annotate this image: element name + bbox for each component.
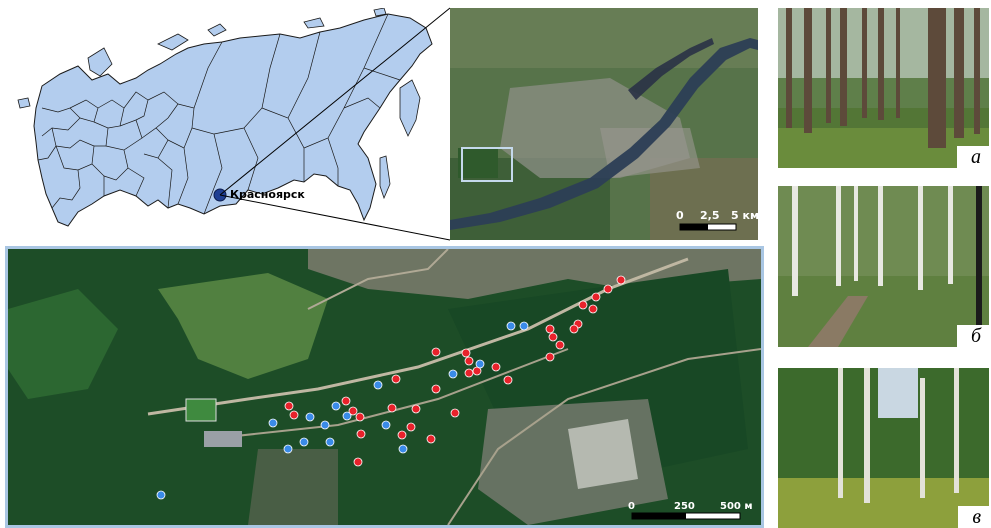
blue-marker: [331, 401, 341, 411]
blue-marker: [305, 412, 315, 422]
novaya-zemlya: [87, 47, 113, 77]
city-satellite-svg: 0 2,5 5 км: [450, 8, 758, 240]
blue-marker: [342, 411, 352, 421]
blue-marker: [373, 380, 383, 390]
photo-label-a: а: [957, 146, 989, 168]
red-marker: [591, 292, 601, 302]
red-marker: [391, 374, 401, 384]
russia-overview-map: Красноярск: [8, 8, 438, 240]
red-marker: [555, 340, 565, 350]
photo-label-b: б: [956, 325, 989, 347]
kamchatka-peninsula: [399, 79, 421, 137]
red-marker: [545, 352, 555, 362]
red-marker: [431, 347, 441, 357]
blue-markers: [156, 321, 529, 500]
red-marker: [431, 384, 441, 394]
photo-mixed-forest: в: [778, 368, 989, 528]
red-marker: [406, 422, 416, 432]
scale-tick-0: 0: [628, 501, 635, 512]
red-marker: [356, 429, 366, 439]
arctic-island: [303, 17, 325, 29]
photo-label-c: в: [958, 506, 989, 528]
blue-marker: [398, 444, 408, 454]
red-marker: [289, 410, 299, 420]
mixed-forest-photo: [778, 368, 989, 528]
red-marker: [588, 304, 598, 314]
red-marker: [569, 324, 579, 334]
red-marker: [603, 284, 613, 294]
red-marker: [616, 275, 626, 285]
scale-tick-0: 0: [676, 209, 684, 222]
arctic-island: [207, 23, 227, 37]
red-marker: [348, 406, 358, 416]
scale-tick-mid: 2,5: [700, 209, 720, 222]
blue-marker: [448, 369, 458, 379]
red-marker: [548, 332, 558, 342]
blue-marker: [519, 321, 529, 331]
photo-pine-forest: а: [778, 8, 989, 168]
red-marker: [464, 356, 474, 366]
blue-marker: [475, 359, 485, 369]
scale-tick-end: 500 м: [720, 501, 753, 512]
red-marker: [355, 412, 365, 422]
red-marker: [491, 362, 501, 372]
blue-marker: [268, 418, 278, 428]
blue-marker: [299, 437, 309, 447]
red-marker: [464, 368, 474, 378]
red-marker: [411, 404, 421, 414]
red-markers: [284, 275, 626, 467]
blue-marker: [506, 321, 516, 331]
red-marker: [545, 324, 555, 334]
scale-tick-mid: 250: [674, 501, 695, 512]
kaliningrad-region: [17, 97, 31, 109]
red-marker: [387, 403, 397, 413]
blue-marker: [283, 444, 293, 454]
photo-birch-forest: б: [778, 186, 989, 347]
city-marker-icon: [213, 188, 227, 202]
blue-marker: [381, 420, 391, 430]
red-marker: [578, 300, 588, 310]
blue-marker: [156, 490, 166, 500]
red-marker: [284, 401, 294, 411]
scale-tick-end: 5 км: [731, 209, 758, 222]
study-area-svg: 0 250 500 м: [8, 249, 761, 525]
study-area-box: [461, 147, 513, 182]
city-satellite-inset: 0 2,5 5 км: [450, 8, 758, 240]
arctic-island: [157, 33, 189, 51]
blue-marker: [325, 437, 335, 447]
red-marker: [503, 375, 513, 385]
pine-forest-photo: [778, 8, 989, 168]
red-marker: [341, 396, 351, 406]
red-marker: [461, 348, 471, 358]
study-area-map: 0 250 500 м: [8, 249, 761, 525]
sakhalin-island: [379, 155, 391, 200]
red-marker: [426, 434, 436, 444]
birch-forest-photo: [778, 186, 989, 347]
red-marker: [353, 457, 363, 467]
blue-marker: [320, 420, 330, 430]
city-label: Красноярск: [230, 188, 305, 201]
red-marker: [397, 430, 407, 440]
russia-map-svg: Красноярск: [17, 8, 433, 227]
red-marker: [450, 408, 460, 418]
